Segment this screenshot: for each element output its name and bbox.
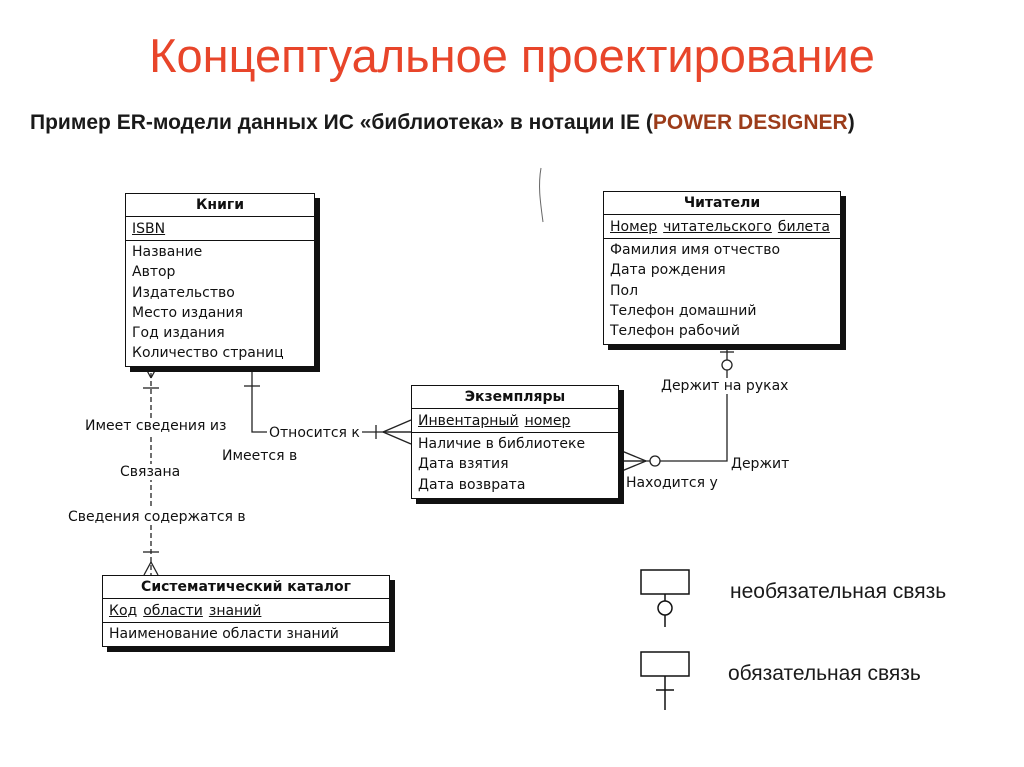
books-attribute: Издательство bbox=[132, 284, 235, 301]
copies-key-part: Инвентарный bbox=[418, 413, 519, 429]
entity-copies[interactable]: Экземпляры Инвентарный номер Наличие в би… bbox=[411, 385, 619, 499]
legend-optional-circle bbox=[657, 600, 673, 616]
entity-catalog[interactable]: Систематический каталог Код области знаний… bbox=[102, 575, 390, 647]
entity-catalog-key: Код области знаний bbox=[103, 599, 389, 623]
subtitle-closing: ) bbox=[847, 111, 855, 134]
readers-attribute: Фамилия имя отчество bbox=[610, 242, 781, 258]
copies-key-part: номер bbox=[524, 413, 571, 429]
readers-key-part: Номер bbox=[610, 219, 658, 235]
crow-foot-catalog-right bbox=[150, 561, 159, 576]
entity-readers[interactable]: Читатели Номер читательского билета Фамили… bbox=[603, 191, 841, 345]
rel-label-refers-to: Относится к bbox=[267, 425, 362, 441]
legend-mandatory-box bbox=[640, 651, 690, 677]
entity-readers-name: Читатели bbox=[604, 192, 840, 215]
readers-key-part: билета bbox=[777, 219, 830, 235]
rel-label-holds: Держит bbox=[729, 456, 792, 472]
entity-copies-key: Инвентарный номер bbox=[412, 409, 618, 433]
entity-readers-key: Номер читательского билета bbox=[604, 215, 840, 239]
crow-foot-books-right bbox=[150, 364, 159, 379]
readers-attribute: Телефон рабочий bbox=[610, 323, 740, 340]
entity-books[interactable]: Книги ISBN Название Автор Издательство М… bbox=[125, 193, 315, 367]
entity-catalog-name: Систематический каталог bbox=[103, 576, 389, 599]
books-attribute: Год издания bbox=[132, 325, 225, 342]
slide-title: Концептуальное проектирование bbox=[149, 29, 875, 82]
rel-label-linked: Связана bbox=[118, 464, 183, 480]
books-attribute: Количество страниц bbox=[132, 345, 284, 362]
rel-label-has-info-from: Имеет сведения из bbox=[83, 418, 229, 434]
books-attribute: Автор bbox=[132, 264, 176, 281]
crow-foot-catalog-left bbox=[143, 561, 152, 576]
catalog-key-part: области bbox=[143, 603, 203, 619]
subtitle-accent: POWER DESIGNER bbox=[652, 111, 848, 134]
rel-label-holds-in-hands: Держит на руках bbox=[659, 378, 791, 394]
legend-optional-box bbox=[640, 569, 690, 595]
books-key-part: ISBN bbox=[132, 221, 166, 237]
crow-foot-copies-top bbox=[382, 419, 412, 433]
books-attribute: Название bbox=[132, 244, 203, 260]
entity-books-name: Книги bbox=[126, 194, 314, 217]
copies-attribute: Дата взятия bbox=[418, 456, 509, 473]
crow-foot-books-left bbox=[143, 364, 152, 379]
catalog-attribute: Наименование области знаний bbox=[109, 626, 339, 642]
books-attribute: Место издания bbox=[132, 304, 244, 321]
readers-attribute: Пол bbox=[610, 282, 639, 299]
copies-attribute: Дата возврата bbox=[418, 476, 526, 493]
subtitle-main: Пример ER-модели данных ИС «библиотека» … bbox=[30, 111, 653, 134]
diagram-subtitle: Пример ER-модели данных ИС «библиотека» … bbox=[30, 108, 910, 138]
readers-attribute: Дата рождения bbox=[610, 262, 726, 279]
catalog-key-part: знаний bbox=[208, 603, 262, 619]
copies-attribute: Наличие в библиотеке bbox=[418, 436, 586, 452]
entity-books-key: ISBN bbox=[126, 217, 314, 241]
crow-foot-readers-bottom bbox=[616, 460, 647, 474]
rel-label-is-located-at: Находится у bbox=[624, 475, 720, 491]
crow-foot-copies-bottom bbox=[382, 431, 412, 445]
rel-label-info-contained-in: Сведения содержатся в bbox=[66, 509, 248, 525]
rel-label-is-available-in: Имеется в bbox=[220, 448, 300, 464]
scan-mark bbox=[539, 167, 544, 223]
readers-attribute: Телефон домашний bbox=[610, 302, 757, 319]
legend-mandatory-label: обязательная связь bbox=[728, 662, 921, 685]
optional-circle-readers bbox=[721, 359, 733, 371]
readers-key-part: читательского bbox=[663, 219, 772, 235]
entity-copies-name: Экземпляры bbox=[412, 386, 618, 409]
catalog-key-part: Код bbox=[109, 603, 138, 619]
copies-readers-link bbox=[617, 343, 728, 462]
books-copies-link bbox=[251, 365, 411, 433]
crow-foot-readers-top bbox=[616, 448, 647, 462]
optional-circle-copies bbox=[649, 455, 661, 467]
legend-optional-label: необязательная связь bbox=[730, 580, 947, 603]
